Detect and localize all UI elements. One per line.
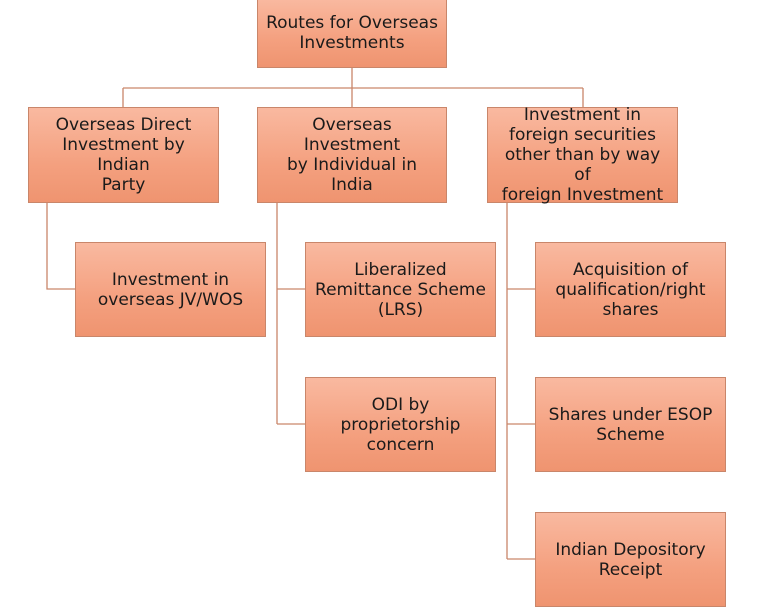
root-node: Routes for Overseas Investments	[257, 0, 447, 68]
leaf-node-proprietorship: ODI by proprietorship concern	[305, 377, 496, 472]
leaf-1-connector	[46, 203, 75, 290]
branch-node-individual: Overseas Investment by Individual in Ind…	[257, 107, 447, 203]
leaf-node-lrs: Liberalized Remittance Scheme (LRS)	[305, 242, 496, 337]
branch-node-label: Overseas Direct Investment by Indian Par…	[55, 115, 192, 195]
leaf-node-esop: Shares under ESOP Scheme	[535, 377, 726, 472]
branch-node-label: Overseas Investment by Individual in Ind…	[287, 115, 417, 195]
branch-node-label: Investment in foreign securities other t…	[501, 105, 664, 205]
leaf-node-label: ODI by proprietorship concern	[340, 394, 461, 455]
branch-node-foreign-securities: Investment in foreign securities other t…	[487, 105, 678, 205]
leaf-node-label: Shares under ESOP Scheme	[548, 404, 713, 445]
leaf-node-label: Acquisition of qualification/right share…	[555, 259, 706, 320]
leaf-node-label: Investment in overseas JV/WOS	[97, 269, 244, 310]
leaf-node-jv-wos: Investment in overseas JV/WOS	[75, 242, 266, 337]
leaf-node-idr: Indian Depository Receipt	[535, 512, 726, 607]
leaf-node-label: Liberalized Remittance Scheme (LRS)	[315, 259, 486, 320]
root-node-label: Routes for Overseas Investments	[266, 13, 438, 53]
leaf-node-label: Indian Depository Receipt	[555, 539, 706, 580]
leaf-node-qualification-shares: Acquisition of qualification/right share…	[535, 242, 726, 337]
branch-node-odi: Overseas Direct Investment by Indian Par…	[28, 107, 219, 203]
